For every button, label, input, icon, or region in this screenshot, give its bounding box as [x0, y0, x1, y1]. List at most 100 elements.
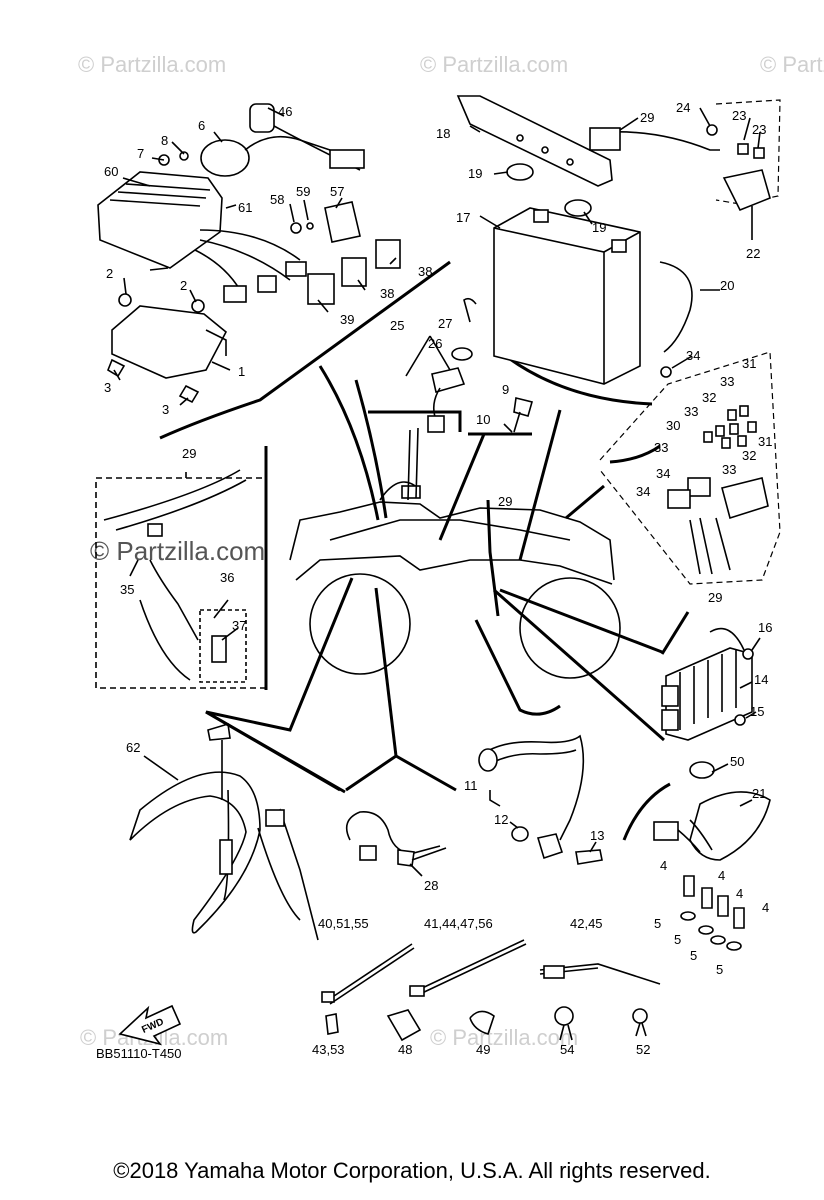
watermark: © Partzilla.com [430, 1025, 578, 1050]
callout-14: 14 [754, 672, 768, 687]
callout-34: 34 [656, 466, 670, 481]
callout-34: 34 [686, 348, 700, 363]
cable-tie-40 [327, 943, 413, 1001]
callout-9: 9 [502, 382, 509, 397]
cable-tie-41 [417, 939, 527, 995]
callout-29: 29 [640, 110, 654, 125]
callout-1: 1 [238, 364, 245, 379]
callout-17: 17 [456, 210, 470, 225]
clamp-54 [554, 1006, 574, 1026]
main-switch-group [368, 297, 533, 436]
callout-5: 5 [654, 916, 661, 931]
watermark: © Partzilla.com [78, 52, 226, 77]
callout-35: 35 [120, 582, 134, 597]
callout-33: 33 [720, 374, 734, 389]
callout-22: 22 [746, 246, 760, 261]
callout-52: 52 [636, 1042, 650, 1057]
battery-group [456, 95, 781, 406]
callout-39: 39 [340, 312, 354, 327]
main-switch-25 [431, 367, 466, 394]
callout-38: 38 [418, 264, 432, 279]
grommet-19 [564, 199, 592, 217]
callout-61: 61 [238, 200, 252, 215]
callout-58: 58 [270, 192, 284, 207]
plug-cap-46 [249, 103, 275, 133]
ecu-unit-60 [97, 171, 223, 269]
atv-vehicle [205, 365, 665, 794]
fuse-34 [687, 477, 711, 497]
callout-13: 13 [590, 828, 604, 843]
diagram-code: BB51110-T450 [96, 1046, 182, 1061]
clamp-49 [469, 1010, 495, 1035]
callout-4: 4 [762, 900, 769, 915]
callout-30: 30 [666, 418, 680, 433]
callout-34: 34 [636, 484, 650, 499]
battery-bracket-18 [456, 95, 613, 187]
callout-24: 24 [676, 100, 690, 115]
callout-18: 18 [436, 126, 450, 141]
callout-48: 48 [398, 1042, 412, 1057]
callout-4: 4 [718, 868, 725, 883]
callout-29: 29 [708, 590, 722, 605]
grommet-19 [506, 163, 534, 181]
callout-32: 32 [742, 448, 756, 463]
callout-15: 15 [750, 704, 764, 719]
relay-57 [324, 201, 361, 243]
callout-8: 8 [161, 133, 168, 148]
sensor-9 [513, 397, 533, 417]
callout-2: 2 [106, 266, 113, 281]
callout-36: 36 [220, 570, 234, 585]
lead-wire-62 [129, 710, 341, 941]
sensor-37 [211, 635, 227, 663]
callout-19: 19 [592, 220, 606, 235]
thermo-switch-4 [683, 875, 695, 897]
callout-4: 4 [660, 858, 667, 873]
callout-46: 46 [278, 104, 292, 119]
watermark: © Partzilla.com [760, 52, 824, 77]
callout-6: 6 [198, 118, 205, 133]
callout-21: 21 [752, 786, 766, 801]
speed-sensor-11 [536, 833, 564, 860]
callout-33: 33 [684, 404, 698, 419]
front-wheel [309, 573, 411, 675]
key-switch-27 [451, 347, 473, 361]
callout-19: 19 [468, 166, 482, 181]
callout-4: 4 [736, 886, 743, 901]
callout-16: 16 [758, 620, 772, 635]
callout-62: 62 [126, 740, 140, 755]
callout-54: 54 [560, 1042, 574, 1057]
callout-59: 59 [296, 184, 310, 199]
callouts: 46 6 8 7 60 58 59 57 61 2 2 38 38 39 1 3… [96, 100, 772, 1061]
group-border [159, 260, 451, 440]
callout-57: 57 [330, 184, 344, 199]
callout-50: 50 [730, 754, 744, 769]
callout-37: 37 [232, 618, 246, 633]
copyright-notice: ©2018 Yamaha Motor Corporation, U.S.A. A… [113, 1158, 711, 1183]
callout-31: 31 [758, 434, 772, 449]
ignition-coil-6 [200, 139, 250, 177]
callout-23: 23 [752, 122, 766, 137]
callout-2: 2 [180, 278, 187, 293]
control-unit-1 [111, 305, 228, 379]
callout-25: 25 [390, 318, 404, 333]
connector [223, 285, 247, 303]
clip-43 [325, 1013, 339, 1035]
callout-5: 5 [690, 948, 697, 963]
callout-29: 29 [498, 494, 512, 509]
callout-26: 26 [428, 336, 442, 351]
relay-38 [375, 239, 401, 269]
callout-60: 60 [104, 164, 118, 179]
rear-wheel [519, 577, 621, 679]
callout-33: 33 [654, 440, 668, 455]
battery-cable-20 [659, 261, 693, 353]
fuse-box [721, 477, 769, 520]
thermo-switch-group [622, 761, 771, 951]
callout-49: 49 [476, 1042, 490, 1057]
watermark: © Partzilla.com [420, 52, 568, 77]
callout-23: 23 [732, 108, 746, 123]
fwd-arrow-icon: FWD [118, 1004, 182, 1046]
clamp-48 [386, 1009, 422, 1042]
fuse-box-group [599, 351, 781, 585]
rectifier-regulator-14 [665, 647, 753, 741]
